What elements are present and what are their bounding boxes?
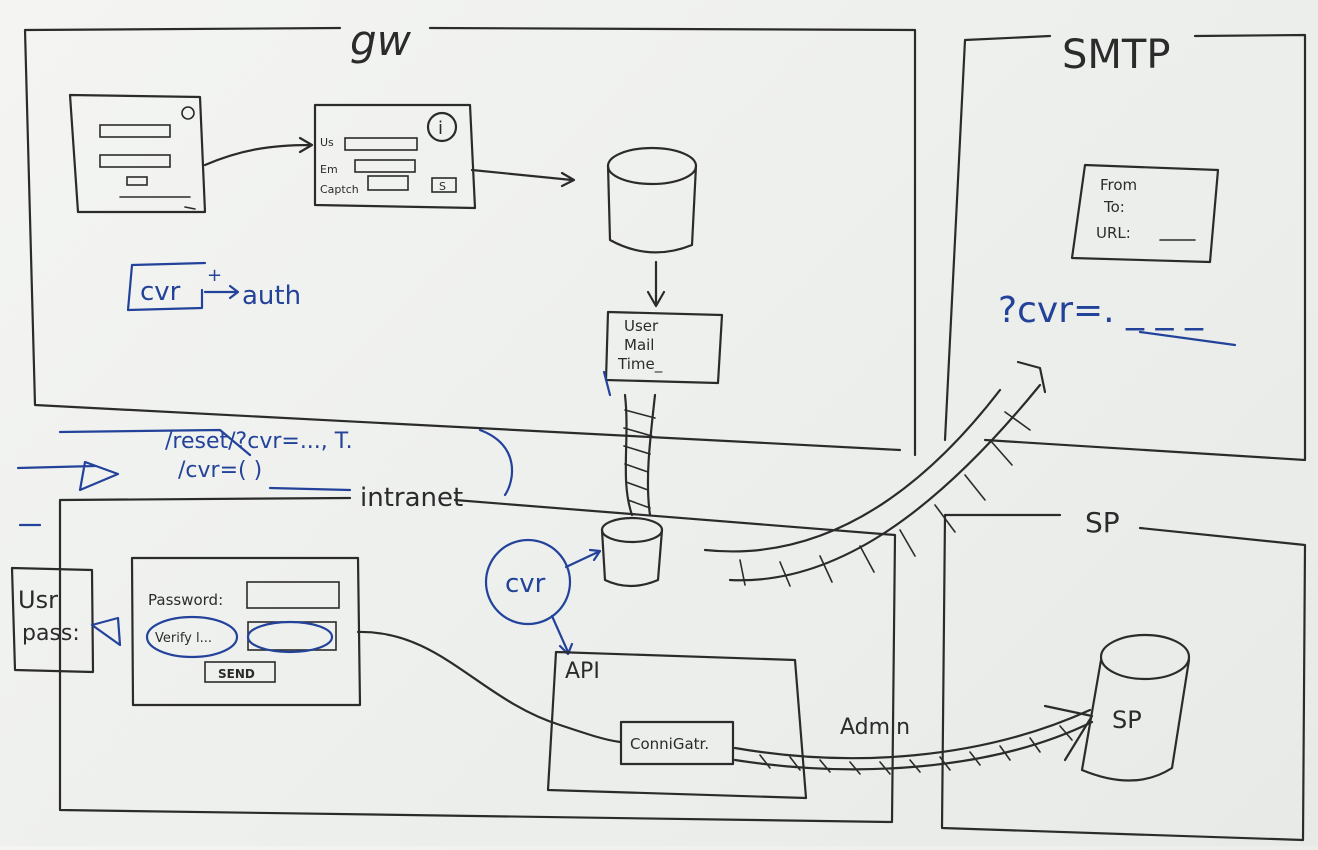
cvr-auth-note: cvr + auth: [126, 261, 301, 312]
database-icon: [606, 146, 698, 254]
smtp-cvr-note: ?cvr=. _ _ _: [998, 290, 1204, 331]
sp-label: SP: [1085, 506, 1120, 539]
password-label: Password:: [148, 591, 223, 609]
user-pass-box: Usr pass:: [10, 566, 122, 674]
arrow-icon: [470, 168, 576, 188]
sp-db-label: SP: [1112, 706, 1142, 734]
smtp-label: SMTP: [1062, 32, 1170, 78]
registration-form-sketch: Us Em Captch i S: [313, 103, 477, 210]
gw-region: gw: [23, 16, 917, 457]
api-label: API: [565, 659, 600, 684]
captcha-label: Captch: [320, 183, 359, 196]
api-box: API ConniGatr.: [546, 650, 808, 800]
arrow-icon: [646, 260, 666, 308]
svg-text:S: S: [439, 180, 446, 193]
admin-label: Admin: [840, 715, 910, 740]
intranet-region: intranet: [18, 483, 897, 824]
reset-url-note: /reset/?cvr=..., T. /cvr=( ): [16, 428, 514, 497]
cvr-note-label: cvr: [140, 277, 181, 307]
twisted-link-vertical: [623, 393, 657, 517]
database-icon: [600, 516, 664, 588]
em-label: Em: [320, 163, 338, 176]
table-row-mail: Mail: [624, 336, 654, 354]
arrow-icon: [356, 630, 622, 744]
reset-line-2: /cvr=( ): [178, 458, 262, 483]
verify-label: Verify l...: [155, 631, 212, 646]
info-icon: [426, 111, 458, 143]
email-sketch: From To: URL:: [1070, 163, 1220, 264]
conn-gate-label: ConniGatr.: [630, 735, 709, 753]
smtp-region: SMTP: [943, 32, 1307, 462]
reset-line-1: /reset/?cvr=..., T.: [165, 429, 353, 454]
auth-label: auth: [242, 281, 301, 311]
us-label: Us: [320, 136, 334, 149]
table-row-user: User: [624, 317, 659, 335]
user-label: Usr: [18, 586, 58, 614]
cvr-note-plus: +: [207, 265, 222, 286]
user-table-sketch: User Mail Time_: [602, 310, 724, 397]
sp-region: SP: [940, 506, 1307, 842]
cvr-node: cvr: [484, 538, 602, 656]
email-from: From: [1100, 176, 1137, 194]
email-url: URL:: [1096, 224, 1131, 242]
verify-field: [145, 615, 239, 659]
gw-label: gw: [350, 16, 412, 65]
pass-label: pass:: [22, 621, 80, 646]
email-to: To:: [1103, 198, 1125, 216]
table-row-time: Time_: [617, 355, 663, 374]
database-icon: SP: [1080, 633, 1191, 782]
svg-text:i: i: [438, 118, 443, 139]
cvr-node-label: cvr: [505, 569, 546, 599]
admin-link: Admin: [733, 704, 1094, 775]
password-form-sketch: Password: Verify l... SEND: [130, 556, 362, 707]
send-button-sketch: SEND: [218, 667, 255, 681]
login-form-sketch: [68, 93, 207, 214]
intranet-label: intranet: [360, 483, 463, 513]
twisted-link-curve: [703, 360, 1047, 587]
arrow-icon: [203, 136, 314, 167]
